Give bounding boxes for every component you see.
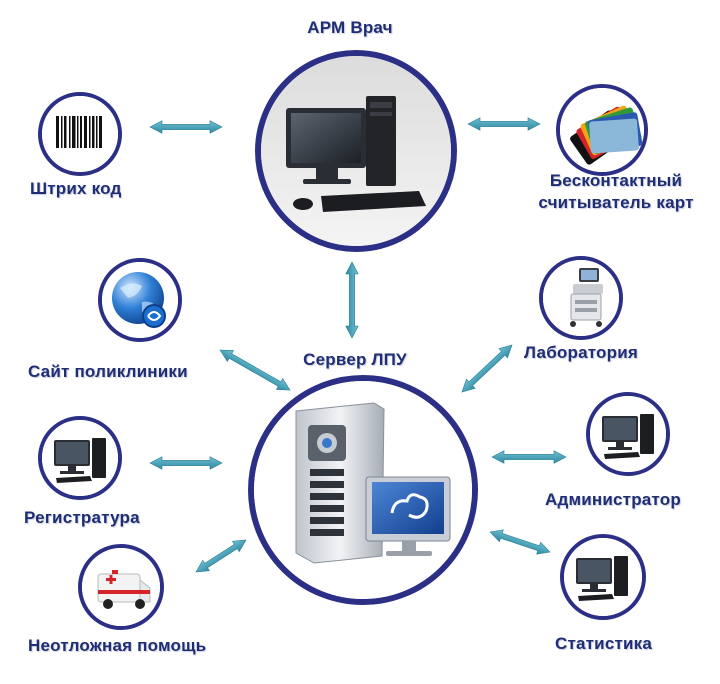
desktop-computer-icon bbox=[590, 396, 666, 472]
arrow-emergency-server bbox=[195, 539, 247, 573]
arrow-site-server bbox=[219, 349, 291, 391]
desktop-computer-icon bbox=[261, 56, 451, 246]
label-card-reader: Бесконтактный считыватель карт bbox=[530, 170, 702, 214]
desktop-computer-icon bbox=[42, 420, 118, 496]
clinic-site-node bbox=[98, 258, 182, 342]
label-emergency: Неотложная помощь bbox=[28, 636, 207, 655]
label-clinic-site: Сайт поликлиники bbox=[28, 362, 188, 381]
arrow-server-laboratory bbox=[461, 344, 513, 393]
arrow-arm-cardreader bbox=[467, 117, 541, 131]
emergency-node bbox=[78, 544, 164, 630]
label-arm-doctor: АРМ Врач bbox=[307, 18, 393, 37]
label-registry: Регистратура bbox=[24, 508, 140, 527]
arrow-server-administrator bbox=[491, 450, 567, 464]
ultrasound-machine-icon bbox=[543, 260, 619, 336]
label-barcode: Штрих код bbox=[30, 179, 122, 198]
server-tower-icon bbox=[254, 381, 472, 599]
arrow-barcode-arm bbox=[149, 120, 223, 134]
smart-cards-icon bbox=[560, 88, 644, 172]
arm-doctor-node bbox=[255, 50, 457, 252]
server-node bbox=[248, 375, 478, 605]
administrator-node bbox=[586, 392, 670, 476]
statistics-node bbox=[560, 534, 646, 620]
label-administrator: Администратор bbox=[545, 490, 681, 509]
desktop-computer-icon bbox=[564, 538, 642, 616]
registry-node bbox=[38, 416, 122, 500]
card-reader-node bbox=[556, 84, 648, 176]
label-card-reader-line1: Бесконтактный bbox=[549, 171, 683, 190]
arrow-arm-server bbox=[345, 261, 359, 339]
arrow-registry-server bbox=[149, 456, 223, 470]
barcode-icon bbox=[42, 96, 118, 172]
label-server: Сервер ЛПУ bbox=[303, 350, 407, 369]
ambulance-icon bbox=[82, 548, 160, 626]
barcode-node bbox=[38, 92, 122, 176]
laboratory-node bbox=[539, 256, 623, 340]
arrow-server-statistics bbox=[489, 529, 551, 555]
label-statistics: Статистика bbox=[555, 634, 653, 653]
globe-icon bbox=[102, 262, 178, 338]
label-card-reader-line2: считыватель карт bbox=[538, 193, 694, 212]
label-laboratory: Лаборатория bbox=[524, 343, 638, 362]
